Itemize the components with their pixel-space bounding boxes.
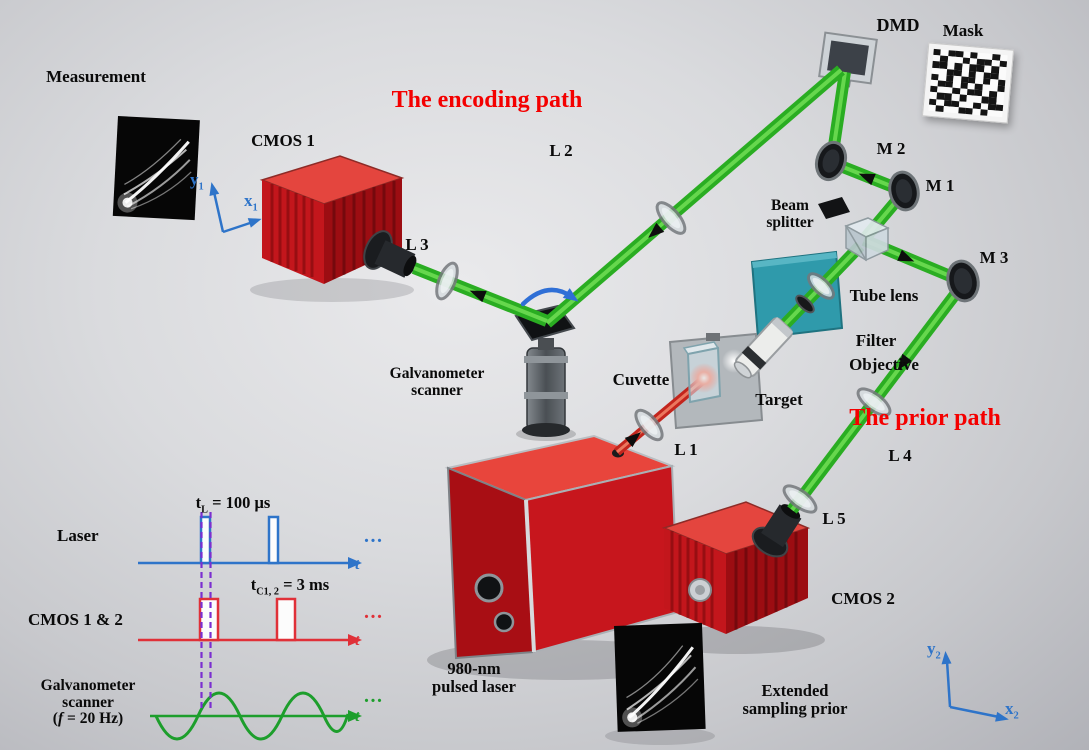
mirror-m3 (946, 259, 980, 303)
label-m1: M 1 (925, 176, 955, 195)
mask-pattern (928, 48, 1008, 118)
label-l5: L 5 (822, 509, 846, 528)
filter-ring (795, 294, 815, 314)
lens-l4 (856, 387, 892, 417)
timing-laser-label: Laser (57, 526, 99, 545)
timing-dots-laser: ... (364, 525, 384, 547)
axis-label-x2: x2 (1005, 699, 1019, 722)
timing-t-cmos: t (355, 632, 360, 649)
mask-image (921, 42, 1015, 124)
label-beam-splitter: Beam splitter (766, 197, 814, 231)
label-cmos1: CMOS 1 (251, 131, 315, 150)
axis-label-y2: y2 (927, 639, 941, 662)
label-extended-prior: Extended sampling prior (742, 681, 848, 718)
axes-frame-2 (941, 651, 1009, 722)
axes-frame-1 (209, 182, 262, 234)
label-cuvette: Cuvette (612, 370, 670, 389)
mirror-m1 (888, 170, 920, 212)
timing-galvo-axis (150, 691, 362, 741)
lens-l2 (655, 201, 687, 235)
mount-block (818, 197, 850, 219)
label-dmd: DMD (876, 15, 920, 35)
timing-laser-annotation: tL = 100 μs (195, 493, 271, 516)
cmos1-camera (259, 155, 417, 284)
axis-label-x1: x1 (244, 191, 258, 214)
lens-l3 (435, 261, 459, 301)
label-target: Target (755, 390, 803, 409)
extended-prior-image (614, 622, 706, 732)
label-measurement: Measurement (46, 67, 146, 86)
label-l3: L 3 (405, 235, 429, 254)
label-l1: L 1 (674, 440, 698, 459)
timing-dots-galvo: ... (364, 685, 384, 707)
timing-t-galvo: t (355, 708, 360, 725)
axis-label-y1: y1 (190, 170, 204, 193)
pulsed-laser-box (444, 434, 680, 660)
measurement-image (112, 116, 200, 221)
cmos2-camera (661, 501, 811, 634)
label-l2: L 2 (549, 141, 573, 160)
timing-laser-axis (138, 515, 362, 569)
filter-plate (750, 250, 844, 340)
sync-markers (200, 512, 212, 710)
lens-l5 (782, 484, 818, 514)
label-tube-lens: Tube lens (849, 286, 919, 305)
label-mask: Mask (942, 21, 984, 40)
tube-lens (807, 272, 835, 300)
beam-splitter-cube (844, 217, 890, 262)
lens-l1 (634, 408, 664, 442)
label-galvanometer: Galvanometer scanner (389, 365, 485, 399)
timing-diagram (138, 512, 362, 741)
mirror-m2 (814, 140, 848, 182)
label-objective: Objective (849, 355, 919, 374)
label-l4: L 4 (888, 446, 912, 465)
timing-dots-cmos: ... (364, 601, 384, 623)
timing-cmos-annotation: tC1, 2 = 3 ms (250, 575, 330, 598)
galvo-sine-wave (154, 691, 350, 741)
label-m2: M 2 (876, 139, 906, 158)
objective-lens (733, 317, 794, 379)
timing-cmos-axis (138, 597, 362, 646)
timing-t-laser: t (355, 556, 360, 573)
beam-direction-arrows (469, 173, 915, 448)
label-laser: 980-nm pulsed laser (432, 659, 516, 696)
label-m3: M 3 (979, 248, 1009, 267)
timing-galvo-label: Galvanometer scanner (f = 20 Hz) (40, 677, 136, 728)
label-encoding-path: The encoding path (391, 87, 583, 113)
label-filter: Filter (855, 331, 897, 350)
cuvette-cell (682, 341, 722, 404)
timing-cmos-label: CMOS 1 & 2 (28, 610, 123, 629)
label-prior-path: The prior path (849, 405, 1001, 431)
rotation-arrow-icon (520, 287, 579, 307)
label-cmos2: CMOS 2 (831, 589, 895, 608)
